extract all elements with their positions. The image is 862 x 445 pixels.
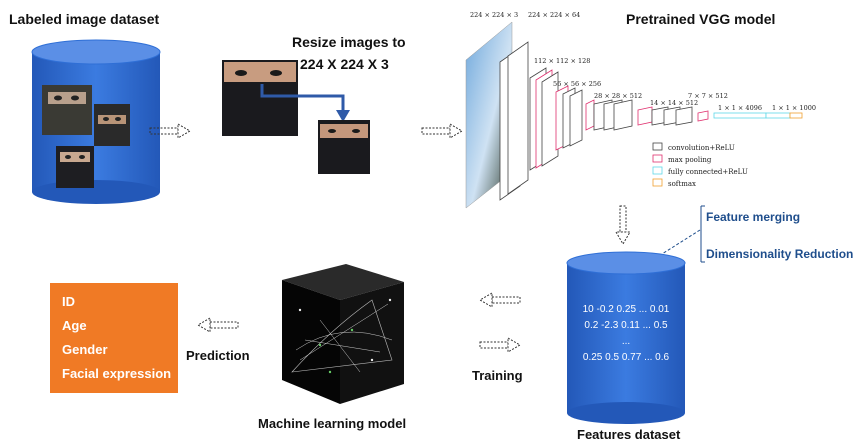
vgg-dim-label: 28 × 28 × 512: [594, 92, 642, 100]
dashed-arrow-right: [421, 123, 463, 139]
vgg-dim-label: 56 × 56 × 256: [553, 80, 601, 88]
face-thumbnail: [94, 104, 130, 146]
feature-row: 0.2 -2.3 0.11 ... 0.5: [584, 320, 668, 331]
feature-merging-label: Feature merging: [706, 210, 801, 224]
resize-caption-line1: Resize images to: [292, 34, 406, 50]
output-box: [50, 283, 178, 393]
pretrained-vgg-title: Pretrained VGG model: [626, 11, 776, 27]
vgg-dim-label: 7 × 7 × 512: [688, 92, 728, 100]
face-large-image: [222, 60, 298, 136]
resize-caption-line2: 224 X 224 X 3: [300, 56, 389, 72]
vgg-dim-label: 1 × 1 × 4096: [718, 104, 762, 112]
face-small-image: [318, 120, 370, 174]
dashed-arrow-right: [479, 337, 521, 353]
face-thumbnail: [56, 146, 94, 188]
dimensionality-reduction-label: Dimensionality Reduction: [706, 247, 854, 261]
vgg-architecture: [465, 21, 803, 209]
features-dataset-title: Features dataset: [577, 427, 681, 442]
legend-softmax-label: softmax: [668, 180, 696, 188]
processing-bracket: [661, 205, 705, 263]
vgg-legend: convolution+ReLU max pooling fully conne…: [652, 142, 748, 188]
dashed-arrow-down: [615, 205, 631, 245]
output-id: ID: [62, 294, 75, 309]
feature-values: 10 -0.2 0.25 ... 0.01 0.2 -2.3 0.11 ... …: [572, 302, 680, 366]
vgg-dim-label: 112 × 112 × 128: [534, 57, 590, 65]
output-list: ID Age Gender Facial expression: [62, 290, 171, 386]
legend-fc-label: fully connected+ReLU: [668, 168, 748, 176]
legend-conv-label: convolution+ReLU: [668, 144, 735, 152]
vgg-dim-label: 14 × 14 × 512: [650, 99, 698, 107]
prediction-label: Prediction: [186, 348, 250, 363]
training-label: Training: [472, 368, 523, 383]
vgg-dim-label: 224 × 224 × 3: [470, 11, 518, 19]
labeled-dataset-title: Labeled image dataset: [9, 11, 160, 27]
features-dataset-cylinder: [566, 251, 686, 424]
dashed-arrow-left: [479, 292, 521, 308]
output-gender: Gender: [62, 342, 108, 357]
feature-row: 10 -0.2 0.25 ... 0.01: [582, 304, 670, 315]
dashed-arrow-left: [197, 317, 239, 333]
resize-arrow: [260, 84, 350, 122]
feature-row: ...: [621, 336, 631, 347]
vgg-dim-label: 224 × 224 × 64: [528, 11, 580, 19]
ml-model-title: Machine learning model: [258, 416, 407, 431]
dashed-arrow-right: [149, 123, 191, 139]
output-facial-expression: Facial expression: [62, 366, 172, 381]
legend-pool-label: max pooling: [668, 156, 712, 164]
ml-model-cube: [282, 264, 404, 404]
face-thumbnail: [42, 85, 92, 135]
feature-row: 0.25 0.5 0.77 ... 0.6: [582, 352, 670, 363]
vgg-dim-label: 1 × 1 × 1000: [772, 104, 816, 112]
output-age: Age: [62, 318, 87, 333]
